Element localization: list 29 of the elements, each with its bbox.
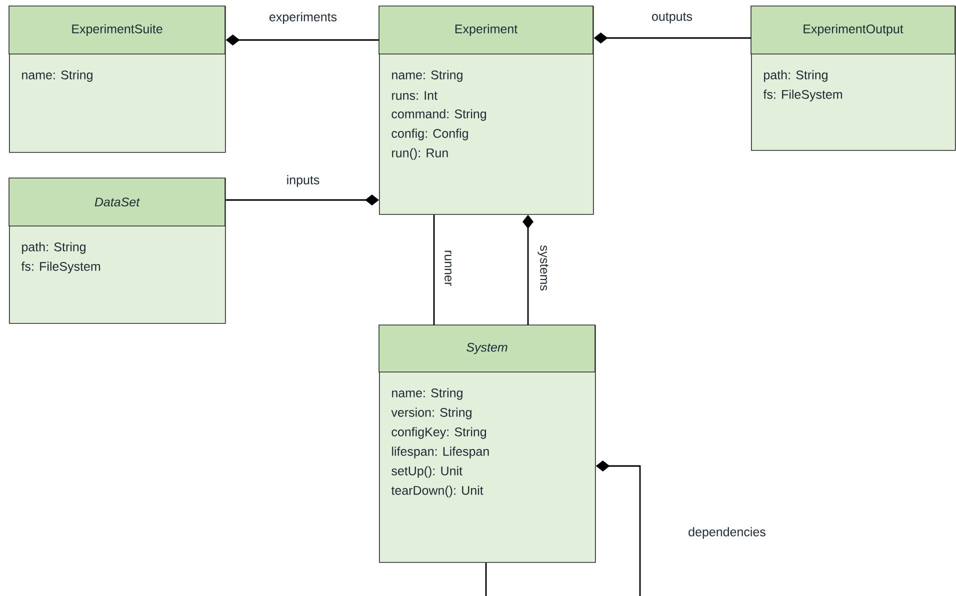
class-name: System xyxy=(466,342,508,354)
attribute-text: setUp(): Unit xyxy=(392,466,462,478)
attribute-text: path: String xyxy=(764,70,828,82)
class-name: ExperimentOutput xyxy=(804,24,904,36)
edge-label: inputs xyxy=(287,175,320,187)
attribute-text: command: String xyxy=(392,109,486,121)
attribute-text: tearDown(): Unit xyxy=(391,486,484,498)
attribute-text: runs: Int xyxy=(392,91,438,100)
attribute-text: name: String xyxy=(392,70,462,82)
edge-label: systems xyxy=(538,245,548,290)
attribute-text: fs: FileSystem xyxy=(21,262,100,274)
edge-label: experiments xyxy=(270,12,337,24)
attribute-text: name: String xyxy=(392,388,462,400)
edge-label: outputs xyxy=(652,12,692,24)
attribute-text: version: String xyxy=(391,408,472,420)
attribute-text: configKey: String xyxy=(392,427,486,439)
class-name: ExperimentSuite xyxy=(72,24,162,36)
attribute-text: config: Config xyxy=(392,128,468,140)
edge-label: runner xyxy=(444,250,452,286)
class-name: Experiment xyxy=(455,24,518,36)
association-line xyxy=(226,194,379,206)
attribute-text: fs: FileSystem xyxy=(763,90,842,102)
attribute-text: name: String xyxy=(22,70,92,82)
attribute-text: path: String xyxy=(22,242,86,254)
attribute-text: run(): Run xyxy=(392,148,448,160)
class-name: DataSet xyxy=(94,198,140,206)
association-line xyxy=(433,214,435,325)
edge-label: dependencies xyxy=(688,527,766,539)
attribute-text: lifespan: Lifespan xyxy=(392,446,489,458)
